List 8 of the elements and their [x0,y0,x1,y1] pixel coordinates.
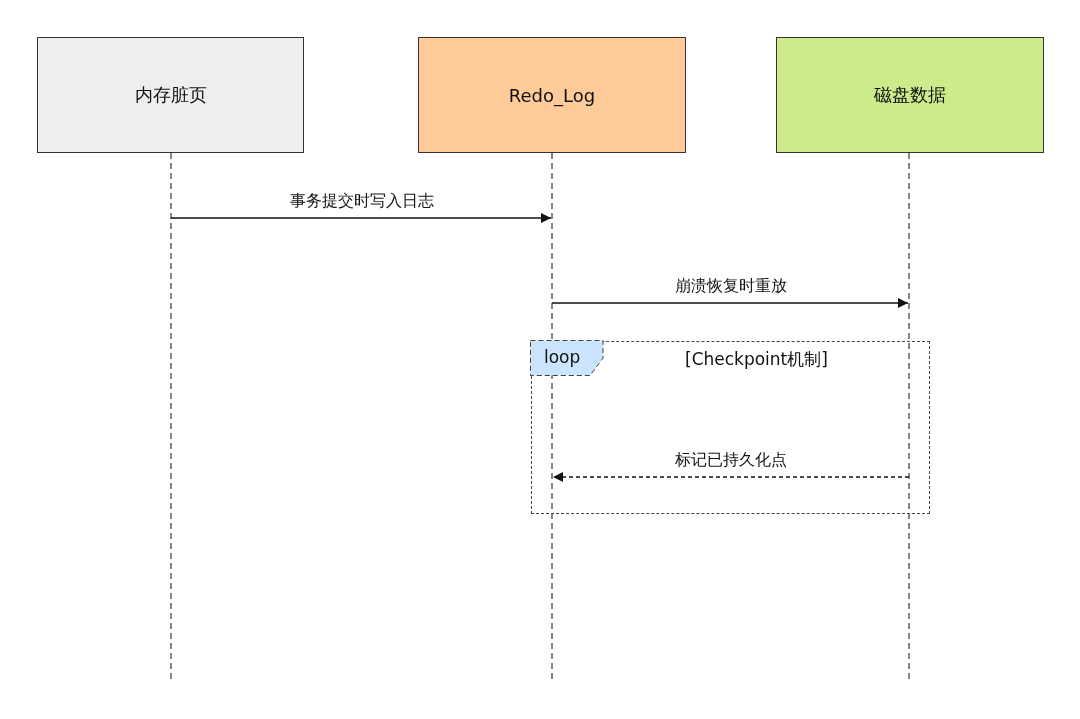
message-arrow [551,298,909,308]
loop-tag: loop [530,340,604,376]
message-arrow [170,213,552,223]
participant-box: 内存脏页 [37,37,304,153]
participant-box: 磁盘数据 [776,37,1044,153]
guard-condition: [Checkpoint机制] [685,348,828,371]
return-arrow [552,472,910,482]
participant-box: Redo_Log [418,37,686,153]
